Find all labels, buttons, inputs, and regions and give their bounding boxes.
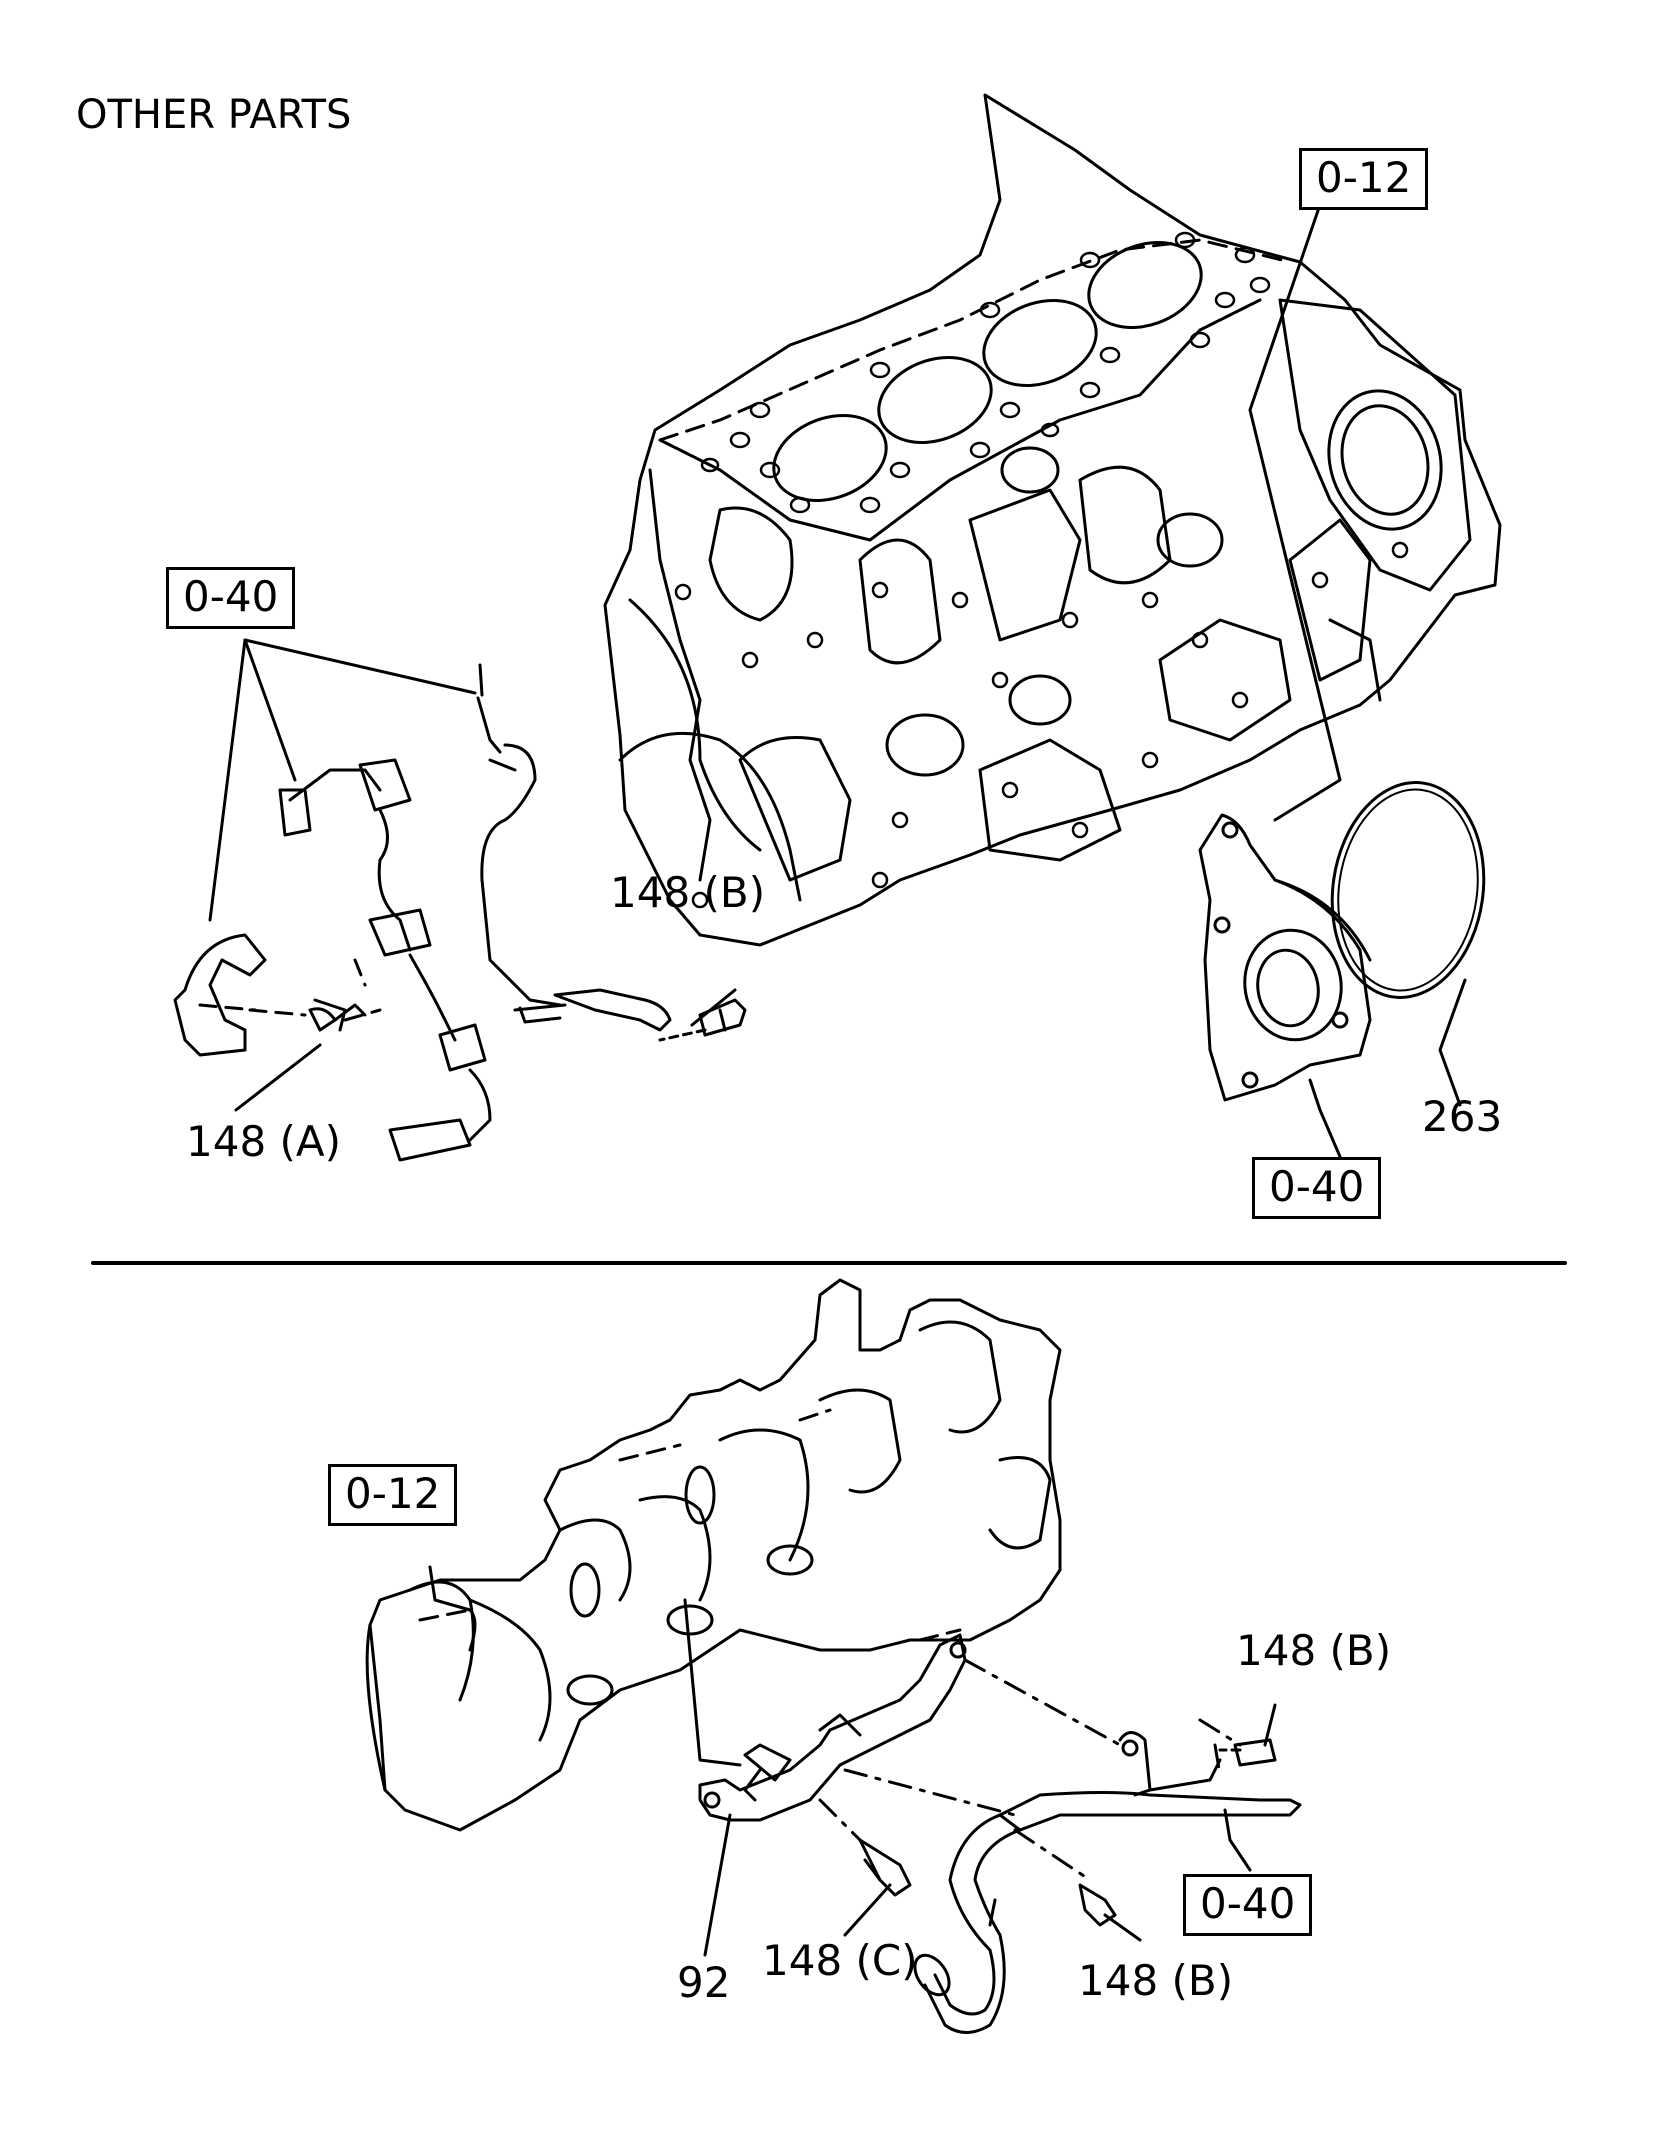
leader-263 bbox=[1440, 980, 1465, 1105]
bracket-and-pipe-illustration bbox=[685, 1600, 1300, 2033]
leader-0-40-left-2 bbox=[245, 640, 295, 780]
leader-0-12-lower bbox=[430, 1567, 475, 1650]
leader-0-40-left-3 bbox=[210, 640, 245, 920]
leader-148a bbox=[236, 1045, 320, 1110]
leader-0-40-right bbox=[1310, 1080, 1350, 1180]
leader-0-40-lower bbox=[1225, 1810, 1250, 1870]
wiring-harness-illustration bbox=[175, 665, 745, 1160]
engine-block-illustration bbox=[605, 95, 1500, 945]
leader-92 bbox=[705, 1815, 730, 1955]
ref-box-0-12-upper: 0-12 bbox=[1299, 148, 1429, 210]
ref-box-0-12-lower: 0-12 bbox=[328, 1464, 458, 1526]
label-263: 263 bbox=[1422, 1092, 1503, 1141]
leader-148b-lower bbox=[1105, 1915, 1140, 1940]
label-148b-upper: 148 (B) bbox=[610, 868, 766, 917]
label-148a: 148 (A) bbox=[186, 1117, 342, 1166]
o-ring-illustration bbox=[1319, 773, 1498, 1008]
label-92: 92 bbox=[677, 1958, 731, 2007]
label-148b-lower: 148 (B) bbox=[1078, 1956, 1234, 2005]
ref-box-0-40-left: 0-40 bbox=[166, 567, 296, 629]
leader-148b-lower-right bbox=[1265, 1705, 1275, 1745]
exhaust-manifold-illustration bbox=[367, 1280, 1060, 1830]
label-148b-lower-right: 148 (B) bbox=[1236, 1626, 1392, 1675]
page-title: OTHER PARTS bbox=[76, 92, 352, 138]
leader-0-40-left-1 bbox=[245, 640, 475, 693]
ref-box-0-40-lower: 0-40 bbox=[1183, 1874, 1313, 1936]
ref-box-0-40-right: 0-40 bbox=[1252, 1157, 1382, 1219]
label-148c: 148 (C) bbox=[762, 1936, 918, 1985]
leader-148b-upper bbox=[692, 990, 735, 1025]
leader-148c bbox=[845, 1885, 890, 1935]
